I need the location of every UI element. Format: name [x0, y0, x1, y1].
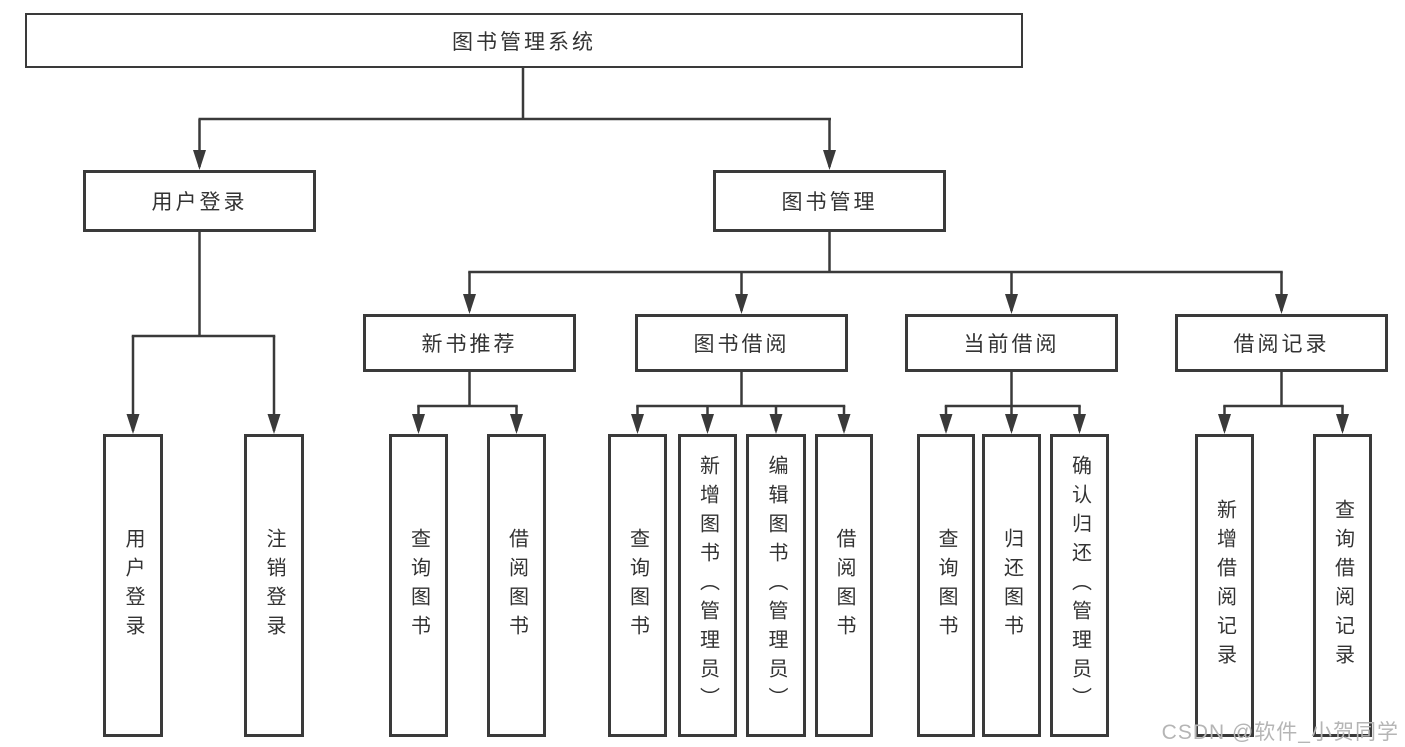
node-book-management-label: 图书管理 — [781, 191, 878, 214]
leaf-borrow-books-label: 借阅图书 — [833, 527, 855, 644]
leaf-confirm-return-admin: 确认归还（管理员） — [1050, 434, 1109, 737]
connector-login-children — [126, 232, 281, 434]
leaf-borrow-books-recommend-label: 借阅图书 — [505, 527, 528, 644]
node-borrowing-records: 借阅记录 — [1175, 314, 1388, 372]
node-borrowing-records-label: 借阅记录 — [1233, 333, 1330, 356]
node-current-borrowing-label: 当前借阅 — [963, 333, 1060, 356]
leaf-query-books-recommend-label: 查询图书 — [407, 527, 430, 644]
leaf-query-books-current: 查询图书 — [917, 434, 975, 737]
node-user-login: 用户登录 — [83, 170, 316, 232]
node-current-borrowing: 当前借阅 — [905, 314, 1118, 372]
node-new-book-recommend-label: 新书推荐 — [421, 333, 518, 356]
leaf-add-book-admin: 新增图书（管理员） — [678, 434, 737, 737]
leaf-query-books-borrowing-label: 查询图书 — [626, 527, 649, 644]
node-book-borrowing: 图书借阅 — [635, 314, 848, 372]
node-book-management: 图书管理 — [713, 170, 946, 232]
leaf-logout: 注销登录 — [244, 434, 304, 737]
leaf-return-books: 归还图书 — [982, 434, 1041, 737]
connector-newbook-children — [412, 372, 523, 434]
leaf-edit-book-admin: 编辑图书（管理员） — [746, 434, 806, 737]
leaf-add-borrow-record: 新增借阅记录 — [1195, 434, 1254, 737]
leaf-query-books-recommend: 查询图书 — [389, 434, 448, 737]
node-root-system: 图书管理系统 — [25, 13, 1023, 68]
leaf-add-borrow-record-label: 新增借阅记录 — [1213, 498, 1236, 673]
leaf-user-login-label: 用户登录 — [122, 527, 144, 644]
leaf-borrow-books-recommend: 借阅图书 — [487, 434, 546, 737]
node-root-label: 图书管理系统 — [452, 30, 596, 54]
node-book-borrowing-label: 图书借阅 — [693, 333, 790, 356]
connector-borrowing-children — [631, 372, 851, 434]
leaf-query-books-borrowing: 查询图书 — [608, 434, 667, 737]
connector-records-children — [1218, 372, 1349, 434]
csdn-watermark: CSDN @软件_小贺同学 — [1161, 721, 1399, 744]
node-user-login-label: 用户登录 — [151, 191, 248, 214]
connector-management-children — [463, 232, 1288, 314]
leaf-confirm-return-admin-label: 确认归还（管理员） — [1068, 455, 1091, 716]
leaf-logout-label: 注销登录 — [263, 527, 285, 644]
leaf-add-book-admin-label: 新增图书（管理员） — [696, 455, 719, 716]
connector-root-to-level2 — [193, 68, 836, 170]
leaf-query-borrow-record: 查询借阅记录 — [1313, 434, 1372, 737]
leaf-user-login: 用户登录 — [103, 434, 163, 737]
leaf-edit-book-admin-label: 编辑图书（管理员） — [765, 455, 787, 716]
leaf-borrow-books: 借阅图书 — [815, 434, 873, 737]
leaf-query-books-current-label: 查询图书 — [935, 527, 957, 644]
node-new-book-recommend: 新书推荐 — [363, 314, 576, 372]
connector-current-children — [939, 372, 1086, 434]
leaf-query-borrow-record-label: 查询借阅记录 — [1331, 498, 1354, 673]
leaf-return-books-label: 归还图书 — [1000, 527, 1023, 644]
